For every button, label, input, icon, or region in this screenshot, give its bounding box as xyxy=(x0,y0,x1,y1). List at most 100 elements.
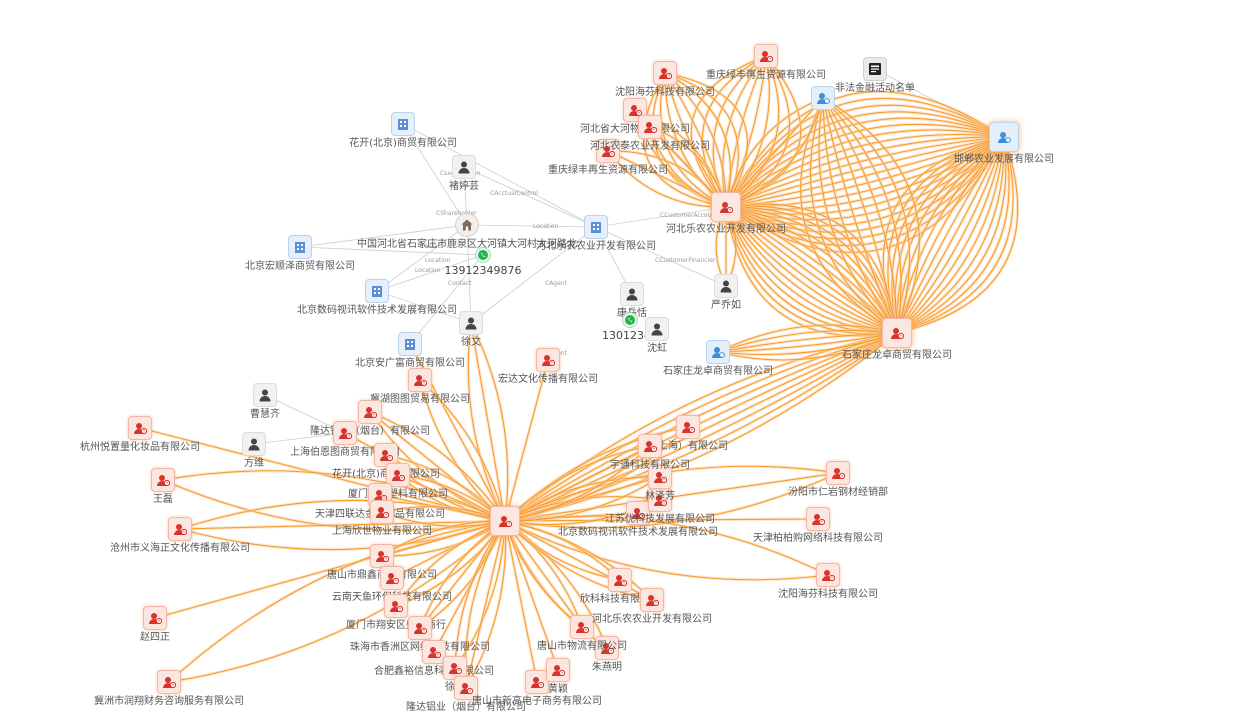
node-label: 林泽芳 xyxy=(645,491,675,502)
graph-node-r_zhao[interactable]: 赵四正 xyxy=(140,606,170,643)
graph-node-r_yz[interactable]: 冀洲市润翔财务咨询服务有限公司 xyxy=(94,670,244,707)
graph-node-ph1[interactable]: 13912349876 xyxy=(445,247,521,277)
graph-node-r_m10[interactable]: 厦门市翔安区盛秀商行 xyxy=(346,594,446,631)
risk-edge xyxy=(465,520,507,689)
risk-company-icon xyxy=(546,658,570,682)
graph-node-pb_top[interactable] xyxy=(811,86,835,110)
risk-edge xyxy=(891,136,1005,334)
graph-node-p_xu[interactable]: 徐文 xyxy=(459,311,483,348)
graph-node-r_m26[interactable]: 河北乐农农业开发有限公司 xyxy=(592,588,712,625)
graph-node-r_m6[interactable]: 天津四联达金属制品有限公司 xyxy=(315,483,445,520)
graph-node-c_hs[interactable]: 北京宏顺泽商贸有限公司 xyxy=(245,235,355,272)
graph-node-r_fy[interactable]: 汾阳市仁岩钢材经销部 xyxy=(788,461,888,498)
graph-node-r_m21[interactable]: 宏达文化传播有限公司 xyxy=(498,348,598,385)
graph-node-r_sy2[interactable]: 沈阳海芬科技有限公司 xyxy=(778,563,878,600)
node-label: 徐文 xyxy=(461,337,481,348)
graph-node-r_wang[interactable]: 王磊 xyxy=(151,468,175,505)
plain-edge xyxy=(466,224,472,324)
risk-edge xyxy=(607,150,727,208)
graph-node-r_m23[interactable]: 宇通科技有限公司 xyxy=(610,434,690,471)
graph-node-r_m1[interactable]: 冀湖图图贸易有限公司 xyxy=(370,368,470,405)
risk-company-icon xyxy=(128,416,152,440)
node-label: 邯郸农业发展有限公司 xyxy=(954,154,1054,165)
node-label: 褚婷芸 xyxy=(449,181,479,192)
building-icon xyxy=(398,332,422,356)
graph-node-hub4[interactable]: 邯郸农业发展有限公司 xyxy=(954,122,1054,165)
person-icon xyxy=(989,122,1019,152)
graph-node-r_m8[interactable]: 唐山市鼎鑫商贸有限公司 xyxy=(327,544,437,581)
graph-node-c_sm[interactable]: 北京数码视讯软件技术发展有限公司 xyxy=(297,279,457,316)
graph-node-r_m18[interactable]: 北京数码视讯软件技术发展有限公司 xyxy=(558,501,718,538)
graph-node-r_m11[interactable]: 珠海市香洲区网络科技有限公司 xyxy=(350,616,490,653)
risk-edge xyxy=(717,332,898,361)
graph-node-p_kang[interactable]: 康岳恬 xyxy=(617,282,647,319)
graph-node-pb_lz[interactable]: 石家庄龙卓商贸有限公司 xyxy=(663,340,773,377)
graph-node-r_m22[interactable]: （上海）有限公司 xyxy=(648,415,728,452)
risk-company-icon xyxy=(408,616,432,640)
graph-node-p_fang[interactable]: 方维 xyxy=(242,432,266,469)
blacklist-icon xyxy=(863,57,887,81)
graph-node-r_hbd[interactable]: 河北省大河物流有限公司 xyxy=(580,98,690,135)
graph-node-r_m15[interactable]: 唐山市新高电子商务有限公司 xyxy=(472,670,602,707)
graph-node-r_m7[interactable]: 上海欣世物业有限公司 xyxy=(332,500,432,537)
graph-node-p_cao[interactable]: 曹慧齐 xyxy=(250,383,280,420)
graph-node-r_cz[interactable]: 沧州市义海正文化传播有限公司 xyxy=(110,517,250,554)
graph-node-hub1[interactable] xyxy=(490,506,520,536)
node-label: 方维 xyxy=(244,458,264,469)
plain-edge xyxy=(264,394,346,434)
graph-node-bl[interactable]: 非法金融活动名单 xyxy=(835,57,915,94)
node-label: 隆达铝业（烟台）有限公司 xyxy=(310,426,430,437)
graph-node-r_m17[interactable]: 唐山市物流有限公司 xyxy=(537,615,627,652)
graph-node-p_shen[interactable]: 沈虹 xyxy=(645,317,669,354)
graph-node-r_tj[interactable]: 天津柏柏购网络科技有限公司 xyxy=(753,507,883,544)
graph-node-r_m9[interactable]: 云南天鱼环保科技有限公司 xyxy=(332,566,452,603)
risk-edge xyxy=(725,55,780,208)
node-label: 唐山市物流有限公司 xyxy=(537,641,627,652)
graph-node-r_hbn[interactable]: 河北农泰农业开发有限公司 xyxy=(590,115,710,152)
graph-node-r_m5[interactable]: 厦门玲珑塑料有限公司 xyxy=(348,463,448,500)
risk-edge xyxy=(470,322,509,522)
graph-node-c_agri[interactable]: 河北乐农农业开发有限公司 xyxy=(536,215,656,252)
node-label: 宇通科技有限公司 xyxy=(610,460,690,471)
graph-node-r_m12[interactable]: 合肥鑫裕信息科技有限公司 xyxy=(374,640,494,677)
person-icon xyxy=(452,155,476,179)
graph-node-ph2[interactable]: 13012349 xyxy=(602,312,658,342)
risk-edge xyxy=(725,206,898,334)
graph-node-p_yan[interactable]: 严乔如 xyxy=(711,274,741,311)
graph-node-c_ak[interactable]: 北京安广富商贸有限公司 xyxy=(355,332,465,369)
risk-edge xyxy=(818,97,898,334)
risk-edge xyxy=(504,518,819,522)
graph-node-r_m16[interactable]: 朱燕明 xyxy=(592,636,622,673)
risk-edge xyxy=(717,329,898,353)
graph-node-r_m24[interactable]: 黄颖 xyxy=(546,658,570,695)
plain-edge xyxy=(299,224,468,248)
risk-edge xyxy=(664,72,727,208)
graph-node-r_m4[interactable]: 花开(北京)商贸有限公司 xyxy=(332,443,440,480)
graph-node-addr[interactable]: 中国河北省石家庄市鹿泉区大河镇大河村大河路北 xyxy=(357,213,577,250)
risk-company-icon xyxy=(358,400,382,424)
graph-node-p_chu[interactable]: 褚婷芸 xyxy=(449,155,479,192)
node-label: 中国河北省石家庄市鹿泉区大河镇大河村大河路北 xyxy=(357,239,577,250)
graph-node-r_sy[interactable]: 沈阳海芬科技有限公司 xyxy=(615,61,715,98)
node-label: 厦门玲珑塑料有限公司 xyxy=(348,489,448,500)
graph-node-r_m3[interactable]: 上海伯恩图商贸有限公司 xyxy=(290,421,400,458)
graph-node-r_m2[interactable]: 隆达铝业（烟台）有限公司 xyxy=(310,400,430,437)
risk-company-icon xyxy=(640,588,664,612)
graph-node-c_hk[interactable]: 花开(北京)商贸有限公司 xyxy=(349,112,457,149)
graph-node-r_hz[interactable]: 杭州悦置量化妆品有限公司 xyxy=(80,416,200,453)
node-label: 严乔如 xyxy=(711,300,741,311)
graph-node-r_top[interactable]: 重庆绿丰再生资源有限公司 xyxy=(706,44,826,81)
node-label: 沈阳海芬科技有限公司 xyxy=(778,589,878,600)
graph-node-r_m20[interactable]: 林泽芳 xyxy=(645,465,675,502)
graph-node-r_cqh[interactable]: 重庆绿丰再生资源有限公司 xyxy=(548,139,668,176)
plain-edge xyxy=(376,224,468,292)
graph-node-hub3[interactable]: 石家庄龙卓商贸有限公司 xyxy=(842,318,952,361)
graph-node-r_m25[interactable]: 欣科科技有限公司 xyxy=(580,568,660,605)
risk-edge xyxy=(725,55,791,208)
graph-node-hub2[interactable]: 河北乐农农业开发有限公司 xyxy=(666,192,786,235)
risk-edge xyxy=(717,332,898,356)
graph-node-r_m14[interactable]: 隆达铝业（烟台）有限公司 xyxy=(406,676,526,713)
edge-relation-label: Location xyxy=(415,267,441,274)
risk-edge xyxy=(896,136,1005,334)
